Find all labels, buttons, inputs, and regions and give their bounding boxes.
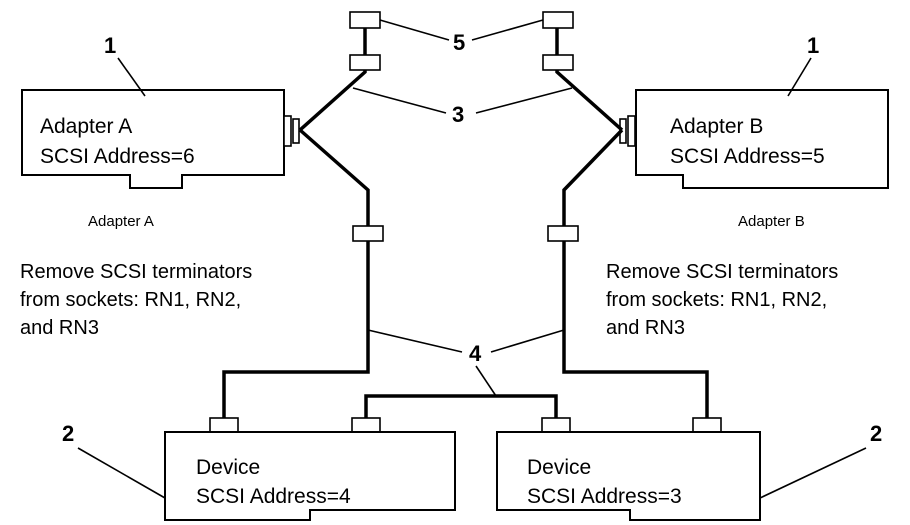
right-y-connector-top: [542, 54, 574, 71]
adapter-a-address: SCSI Address=6: [40, 145, 195, 168]
callout-5-leader-left: [379, 19, 450, 41]
left-cable-connector-mid: [352, 225, 384, 242]
adapter-b-address: SCSI Address=5: [670, 145, 825, 168]
callout-4: 4: [469, 341, 482, 366]
callout-4-leader-right: [490, 329, 565, 353]
adapter-b-instruction-2: from sockets: RN1, RN2,: [606, 289, 827, 311]
device-2-connector-left: [541, 417, 571, 433]
left-y-cable-lower: [222, 128, 370, 418]
callout-1-left-leader: [117, 57, 146, 97]
callout-5-leader-right: [471, 19, 544, 41]
adapter-b-name: Adapter B: [670, 115, 763, 138]
device-2-connector-right: [692, 417, 722, 433]
callout-1-left: 1: [104, 33, 116, 58]
device-1-name: Device: [196, 456, 260, 479]
callout-2-right-leader: [759, 447, 867, 499]
right-terminator: [542, 11, 574, 29]
right-y-cable-upper: [555, 28, 624, 132]
adapter-b-instruction-1: Remove SCSI terminators: [606, 261, 838, 283]
adapter-a-caption: Adapter A: [88, 213, 154, 230]
adapter-a-instruction-1: Remove SCSI terminators: [20, 261, 252, 283]
device-2-box: [496, 431, 761, 521]
left-y-cable-upper: [298, 28, 367, 132]
adapter-a-connector: [283, 115, 292, 147]
device-1-connector-left: [209, 417, 239, 433]
device-2-name: Device: [527, 456, 591, 479]
adapter-a-instruction-2: from sockets: RN1, RN2,: [20, 289, 241, 311]
callout-1-right: 1: [807, 33, 819, 58]
callout-4-leader-bottom: [475, 365, 497, 397]
right-y-cable-lower: [562, 128, 709, 418]
left-terminator: [349, 11, 381, 29]
adapter-b-caption: Adapter B: [738, 213, 805, 230]
callout-3-leader-right: [475, 87, 573, 114]
callout-2-right: 2: [870, 421, 882, 446]
adapter-b-connector: [627, 115, 636, 147]
adapter-a-name: Adapter A: [40, 115, 132, 138]
adapter-a-connector-plug: [292, 118, 300, 144]
adapter-a-card: [21, 89, 285, 189]
callout-4-leader-left: [367, 329, 463, 353]
device-link-cable: [364, 394, 558, 418]
right-cable-connector-mid: [547, 225, 579, 242]
adapter-b-instruction-3: and RN3: [606, 317, 685, 339]
callout-1-right-leader: [787, 57, 812, 97]
device-1-address: SCSI Address=4: [196, 485, 351, 508]
adapter-a-instruction-3: and RN3: [20, 317, 99, 339]
device-1-box: [164, 431, 456, 521]
device-1-connector-right: [351, 417, 381, 433]
callout-5: 5: [453, 30, 465, 55]
device-2-address: SCSI Address=3: [527, 485, 682, 508]
callout-2-left-leader: [77, 447, 166, 499]
callout-2-left: 2: [62, 421, 74, 446]
adapter-b-card: [635, 89, 889, 189]
callout-3-leader-left: [352, 87, 447, 114]
left-y-connector-top: [349, 54, 381, 71]
callout-3: 3: [452, 102, 464, 127]
